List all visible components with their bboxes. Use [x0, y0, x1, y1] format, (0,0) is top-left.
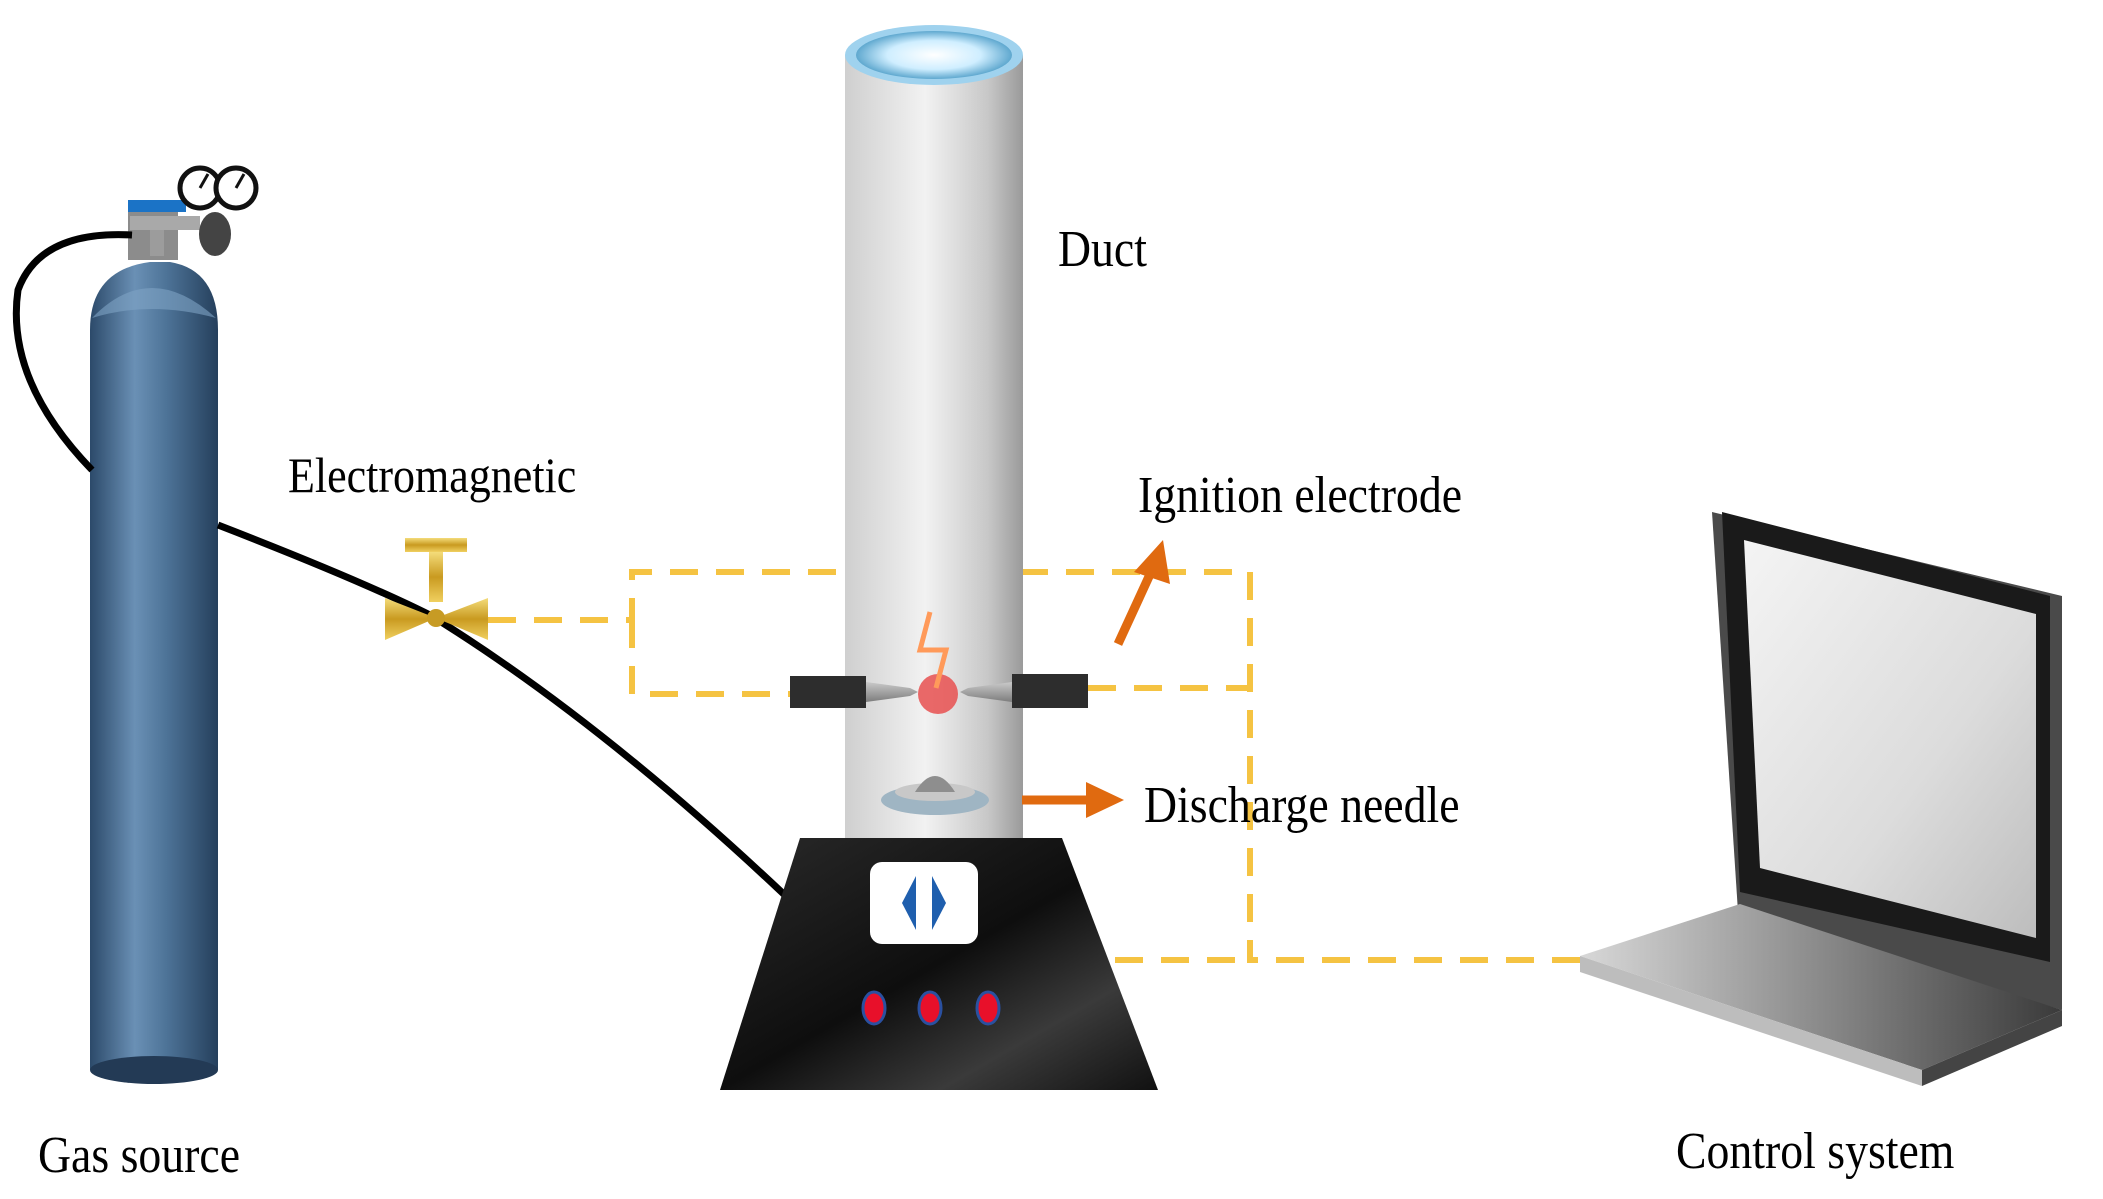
duct [845, 25, 1023, 855]
solenoid-valve-icon [385, 538, 488, 640]
laptop-icon [1580, 512, 2062, 1086]
discharge-needle [881, 776, 989, 815]
control-system-label: Control system [1676, 1123, 1955, 1180]
pressure-gauge-icon [213, 165, 259, 211]
duct-label: Duct [1058, 221, 1147, 278]
gas-source-label: Gas source [38, 1127, 241, 1184]
ignition-electrode-label: Ignition electrode [1138, 467, 1463, 524]
arrow-ignition [1113, 540, 1170, 646]
ignition-electrode [790, 611, 1088, 714]
gas-hose [12, 231, 793, 903]
base-controller [720, 838, 1158, 1090]
discharge-needle-label: Discharge needle [1144, 777, 1460, 834]
arrow-discharge [1022, 782, 1124, 818]
spark-icon [916, 611, 950, 689]
gas-cylinder [90, 262, 218, 1084]
electromagnetic-label: Electromagnetic [288, 447, 577, 503]
cylinder-regulator [128, 165, 259, 260]
